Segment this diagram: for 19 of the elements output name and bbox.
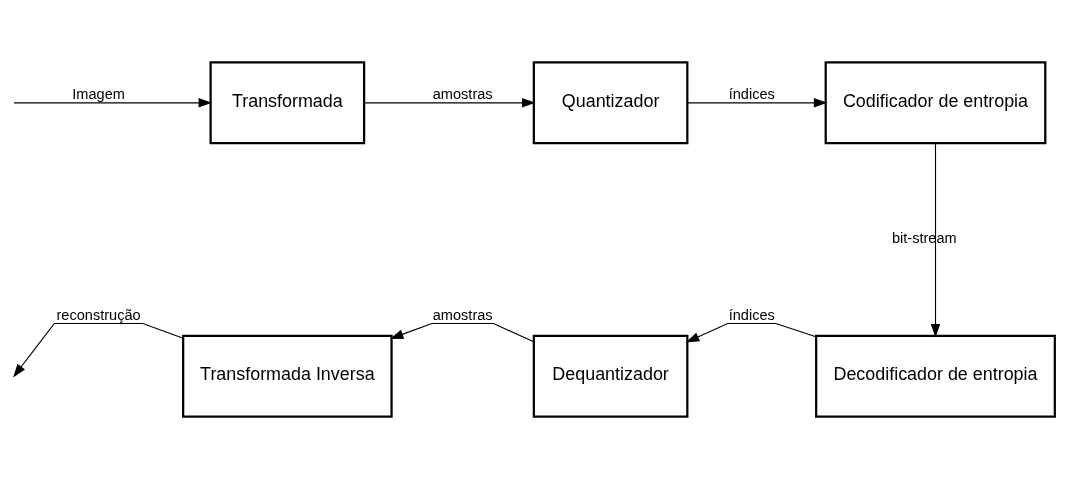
arrow [686,98,828,108]
arrow [389,322,535,343]
node-box: Quantizador [532,61,689,145]
edge-label: índices [728,306,775,323]
node-box: Codificador de entropia [824,61,1047,145]
edge-label: amostras [432,85,493,102]
edge-label: índices [728,85,775,102]
node-box: Transformada Inversa [182,334,393,418]
arrow [685,322,817,343]
arrow [13,98,213,108]
arrow [363,98,536,108]
edge-label: Imagem [72,85,125,102]
node-box: Decodificador de entropia [815,334,1056,418]
arrow [930,142,941,338]
edge-label: amostras [432,306,493,323]
arrow [13,322,184,378]
node-box: Dequantizador [532,334,689,418]
node-box: Transformada [209,61,366,145]
edge-label: reconstrução [56,306,141,323]
